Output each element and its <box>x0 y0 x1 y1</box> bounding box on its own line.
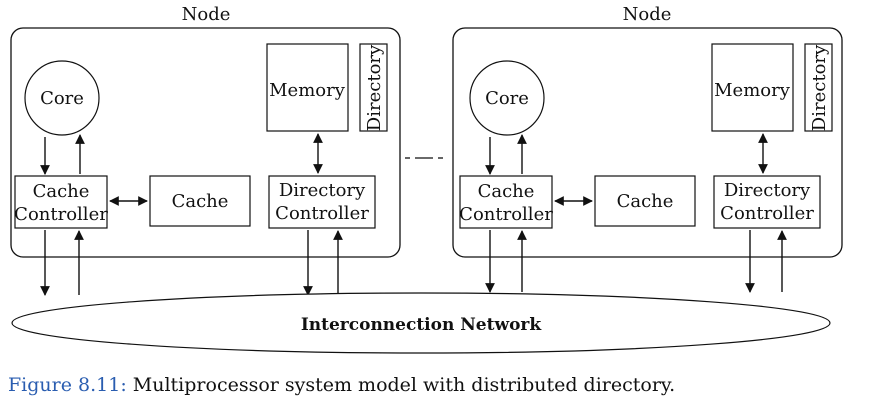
node-2-title: Node <box>623 4 672 25</box>
node-1-core-label: Core <box>40 88 84 109</box>
node-2-core-label: Core <box>485 88 529 109</box>
figure-caption-text: Multiprocessor system model with distrib… <box>126 374 676 396</box>
node-2-directory-controller <box>713 175 821 229</box>
figure-caption: Figure 8.11: Multiprocessor system model… <box>8 374 675 396</box>
node-1-cache-label: Cache <box>172 191 229 212</box>
node-1-core <box>24 60 100 136</box>
node-1-directory-controller-line1: Directory <box>279 180 366 201</box>
node-2-cache <box>594 175 696 227</box>
node-1: Node Core Cache Controller Cache Memory … <box>10 4 401 296</box>
node-1-cache-controller-line2: Controller <box>14 204 108 225</box>
node-1-directory-controller <box>268 175 376 229</box>
interconnection-network <box>11 292 831 354</box>
node-2-directory-controller-line1: Directory <box>724 180 811 201</box>
node-2-memory <box>711 43 794 132</box>
node-1-cache-controller-line1: Cache <box>33 181 90 202</box>
node-1-directory-label: Directory <box>364 44 385 131</box>
node-1-memory <box>266 43 349 132</box>
node-2-cache-label: Cache <box>617 191 674 212</box>
node-2-cache-controller-line2: Controller <box>459 204 553 225</box>
node-1-memory-label: Memory <box>269 80 346 101</box>
node-1-title: Node <box>182 4 231 25</box>
node-2-directory-label: Directory <box>809 44 830 131</box>
figure-number: Figure 8.11: <box>8 374 127 396</box>
node-2-cache-controller-line1: Cache <box>478 181 535 202</box>
node-2-core <box>469 60 545 136</box>
node-2-directory-controller-line2: Controller <box>720 203 814 224</box>
node-2-cache-controller <box>459 175 553 229</box>
interconnection-network-label: Interconnection Network <box>301 315 543 335</box>
node-2: Node Core Cache Controller Cache Memory … <box>452 4 843 293</box>
node-2-directory <box>804 43 833 132</box>
node-2-memory-label: Memory <box>714 80 791 101</box>
node-1-directory <box>359 43 388 132</box>
node-1-directory-controller-line2: Controller <box>275 203 369 224</box>
node-1-cache-controller <box>14 175 108 229</box>
node-1-cache <box>149 175 251 227</box>
